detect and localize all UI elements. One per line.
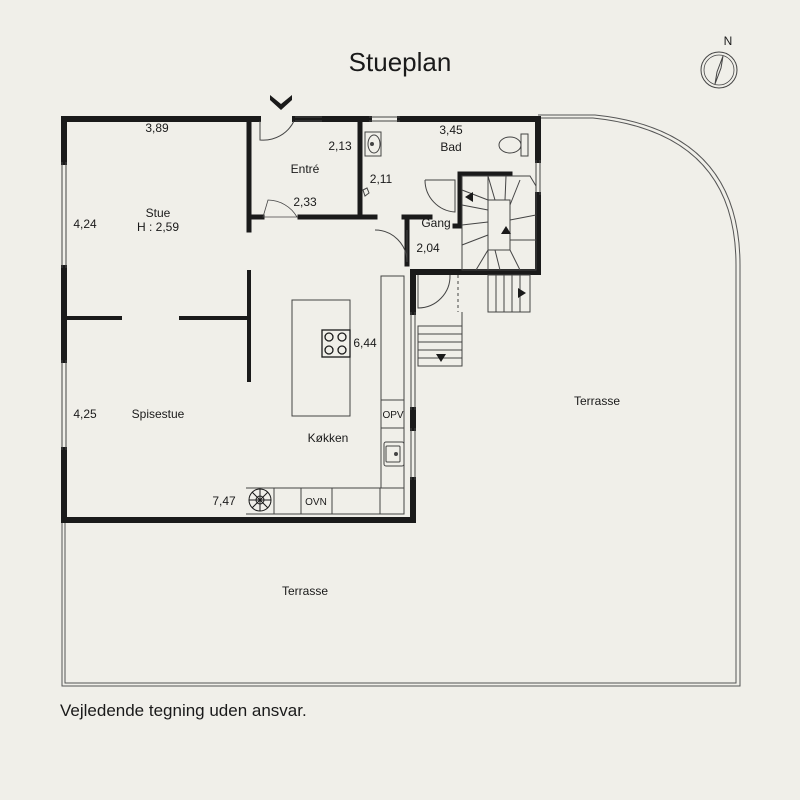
walls bbox=[61, 116, 541, 523]
dimension-entre-width: 2,33 bbox=[293, 195, 317, 209]
room-label-spisestue: Spisestue bbox=[132, 407, 185, 421]
stair-left-arrow-icon bbox=[465, 192, 473, 202]
room-label-entre: Entré bbox=[291, 162, 320, 176]
bathroom-fixtures bbox=[362, 131, 529, 197]
disclaimer-text: Vejledende tegning uden ansvar. bbox=[60, 701, 307, 720]
appliance-label-ovn: OVN bbox=[305, 497, 327, 508]
staircase bbox=[461, 175, 537, 271]
dimension-stue-width: 3,89 bbox=[145, 121, 169, 135]
door-swings bbox=[259, 120, 456, 309]
dimension-stue-depth: 4,24 bbox=[73, 217, 97, 231]
dimension-bottom-width: 7,47 bbox=[212, 494, 236, 508]
room-label-bad: Bad bbox=[440, 140, 461, 154]
dimension-kitchen-depth: 6,44 bbox=[353, 336, 377, 350]
page-title: Stueplan bbox=[349, 47, 452, 77]
dimension-spisestue-depth: 4,25 bbox=[73, 407, 97, 421]
room-label-stue-height: H : 2,59 bbox=[137, 220, 179, 234]
outdoor-steps bbox=[417, 274, 531, 367]
compass-icon bbox=[700, 51, 738, 89]
appliance-label-opv: OPV bbox=[382, 410, 403, 421]
room-label-stue: Stue bbox=[146, 206, 171, 220]
dimension-gang-width: 2,04 bbox=[416, 241, 440, 255]
entrance-arrow-icon bbox=[270, 95, 292, 110]
kitchen-counters bbox=[246, 275, 405, 515]
kitchen-sink bbox=[383, 441, 405, 467]
stair-up-arrow-icon bbox=[501, 226, 511, 234]
room-label-kokken: Køkken bbox=[308, 431, 349, 445]
windows bbox=[61, 116, 541, 480]
cooktop-icon bbox=[321, 329, 351, 358]
compass-north-label: N bbox=[724, 34, 733, 48]
dimension-bad-width: 3,45 bbox=[439, 123, 463, 137]
step-right-arrow-icon bbox=[518, 288, 526, 298]
stove-fan-icon bbox=[248, 488, 272, 512]
step-down-arrow-icon bbox=[436, 354, 446, 362]
dimension-entre-depth: 2,13 bbox=[328, 139, 352, 153]
room-label-gang: Gang bbox=[421, 216, 450, 230]
room-label-terrasse-right: Terrasse bbox=[574, 394, 620, 408]
terrace-outline bbox=[61, 114, 741, 687]
room-label-terrasse-bottom: Terrasse bbox=[282, 584, 328, 598]
dimension-hall-depth: 2,11 bbox=[370, 172, 393, 186]
